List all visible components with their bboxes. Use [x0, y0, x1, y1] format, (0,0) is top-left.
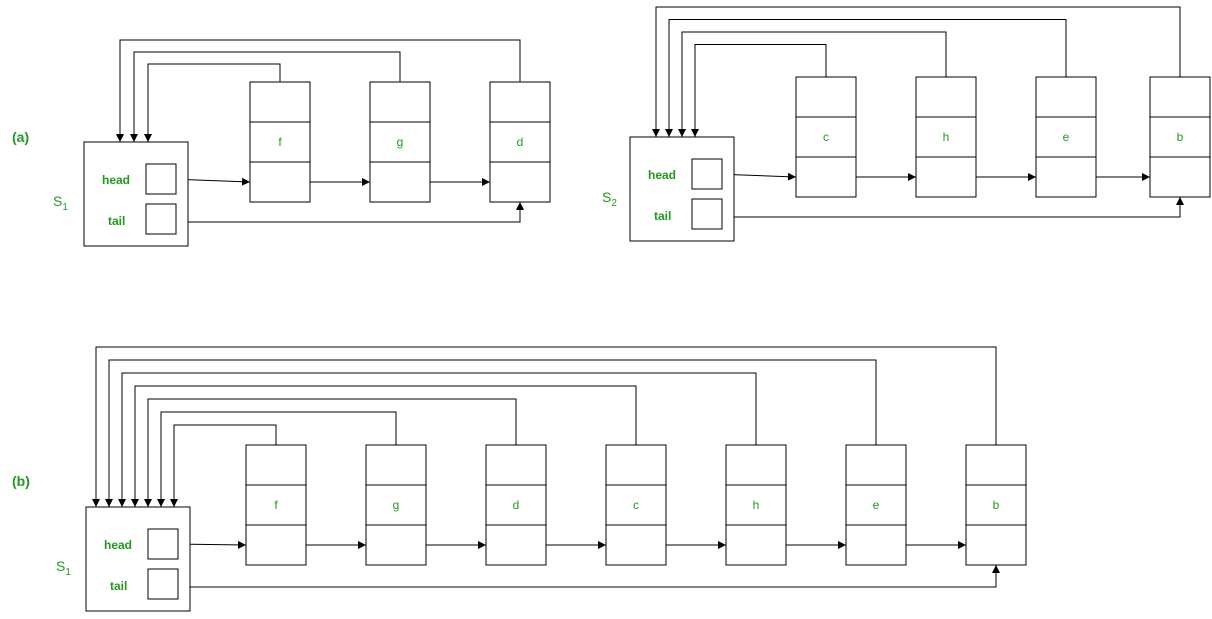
node-back-cell	[489, 81, 551, 123]
node-back-cell	[915, 76, 977, 118]
node-next-cell	[605, 524, 667, 566]
tail-field-box	[145, 203, 177, 235]
head-label: head	[104, 538, 132, 552]
node-next-cell	[1035, 156, 1097, 198]
node-key-label: e	[873, 498, 880, 512]
head-field-box	[145, 163, 177, 195]
node-key-cell	[1149, 116, 1211, 158]
node-key-label: c	[633, 498, 639, 512]
head-field-box	[147, 528, 179, 560]
node-next-cell	[1149, 156, 1211, 198]
node-key-label: h	[943, 130, 950, 144]
node-back-cell	[965, 444, 1027, 486]
set-pointer-arrow	[691, 44, 827, 137]
node-key-label: f	[278, 135, 282, 149]
node-next-cell	[485, 524, 547, 566]
node-next-cell	[369, 161, 431, 203]
tail-pointer-arrow	[176, 202, 524, 223]
node-key-label: d	[517, 135, 524, 149]
node-next-cell	[249, 161, 311, 203]
set-pointer-arrow	[144, 398, 517, 507]
set-label-s1a: S1	[53, 193, 68, 213]
set-pointer-arrow	[678, 31, 947, 137]
node-back-cell	[369, 81, 431, 123]
set-pointer-arrow	[131, 385, 637, 507]
node-back-cell	[725, 444, 787, 486]
set-label-s1b: S1	[56, 558, 71, 578]
tail-label: tail	[108, 214, 125, 228]
node-key-label: g	[397, 135, 404, 149]
set-label-s2a: S2	[602, 189, 617, 209]
set-pointer-arrow	[92, 346, 997, 507]
set-pointer-arrow	[170, 424, 277, 507]
set-pointer-arrow	[118, 372, 757, 507]
node-key-cell	[245, 484, 307, 526]
set-pointer-arrow	[105, 359, 877, 507]
tail-field-box	[147, 568, 179, 600]
node-key-label: c	[823, 130, 829, 144]
part-a-label: (a)	[12, 129, 29, 145]
set-pointer-arrow	[652, 6, 1181, 137]
tail-label: tail	[654, 209, 671, 223]
set-pointer-arrow	[116, 39, 521, 142]
node-key-label: b	[993, 498, 1000, 512]
head-label: head	[648, 168, 676, 182]
node-key-label: h	[753, 498, 760, 512]
node-back-cell	[845, 444, 907, 486]
node-key-label: e	[1063, 130, 1070, 144]
node-key-cell	[725, 484, 787, 526]
tail-pointer-arrow	[178, 565, 1000, 588]
node-key-cell	[605, 484, 667, 526]
part-b-label: (b)	[12, 473, 30, 489]
set-pointer-arrow	[130, 51, 401, 142]
set-pointer-arrow	[157, 411, 397, 507]
node-back-cell	[795, 76, 857, 118]
node-key-cell	[485, 484, 547, 526]
node-key-cell	[365, 484, 427, 526]
node-back-cell	[485, 444, 547, 486]
node-key-cell	[369, 121, 431, 163]
node-key-cell	[965, 484, 1027, 526]
node-key-label: b	[1177, 130, 1184, 144]
node-next-cell	[965, 524, 1027, 566]
node-key-cell	[249, 121, 311, 163]
node-next-cell	[725, 524, 787, 566]
tail-field-box	[691, 198, 723, 230]
set-objects: head tail head tail head tail	[83, 136, 735, 612]
node-back-cell	[249, 81, 311, 123]
node-back-cell	[1035, 76, 1097, 118]
node-key-label: d	[513, 498, 520, 512]
set-pointer-arrow	[665, 19, 1067, 137]
tail-label: tail	[110, 579, 127, 593]
head-field-box	[691, 158, 723, 190]
set-pointer-arrow	[144, 63, 281, 142]
tail-pointer-arrow	[722, 197, 1184, 218]
node-next-cell	[245, 524, 307, 566]
node-key-cell	[845, 484, 907, 526]
node-back-cell	[1149, 76, 1211, 118]
node-key-label: f	[274, 498, 278, 512]
node-next-cell	[795, 156, 857, 198]
node-key-cell	[489, 121, 551, 163]
node-next-cell	[845, 524, 907, 566]
list-nodes: f g d c h e b f g d c h e b	[245, 76, 1211, 566]
node-next-cell	[489, 161, 551, 203]
node-key-label: g	[393, 498, 400, 512]
node-next-cell	[365, 524, 427, 566]
node-next-cell	[915, 156, 977, 198]
node-back-cell	[365, 444, 427, 486]
head-label: head	[102, 173, 130, 187]
node-back-cell	[605, 444, 667, 486]
node-key-cell	[915, 116, 977, 158]
node-back-cell	[245, 444, 307, 486]
